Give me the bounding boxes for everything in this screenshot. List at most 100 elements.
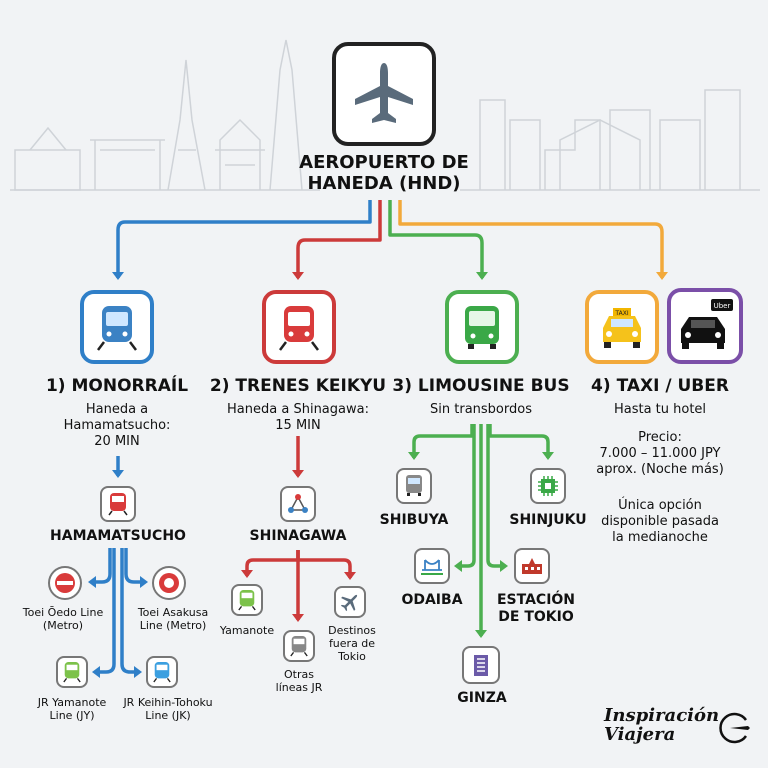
metro-circle-icon bbox=[159, 573, 179, 593]
option-bus-title: 3) LIMOUSINE BUS bbox=[392, 376, 570, 396]
bridge-icon bbox=[421, 559, 443, 575]
outside-tokyo-icon bbox=[334, 586, 366, 618]
oedo-line-label: Toei Ōedo Line (Metro) bbox=[22, 606, 104, 632]
bus-small-icon bbox=[406, 475, 422, 496]
line-shinjuku-arrow bbox=[542, 452, 554, 460]
ginza-icon bbox=[462, 646, 500, 684]
line-yamanote-k bbox=[245, 550, 300, 576]
other-jr-icon bbox=[283, 630, 315, 662]
taxi-icon: TAXI bbox=[603, 308, 641, 348]
ginza-label: GINZA bbox=[457, 690, 507, 706]
taxi-badge: TAXI bbox=[614, 310, 628, 317]
hamamatsucho-icon bbox=[100, 486, 136, 522]
line-asakusa-arrow bbox=[140, 576, 148, 588]
odaiba-icon bbox=[414, 548, 450, 584]
option-keikyu-title: 2) TRENES KEIKYU bbox=[209, 376, 387, 396]
yamanote-line-icon bbox=[56, 656, 88, 688]
line-yamanote-arrow bbox=[92, 666, 100, 678]
keihin-line-icon bbox=[146, 656, 178, 688]
line-shinjuku bbox=[488, 424, 550, 458]
skyline-right bbox=[460, 89, 760, 191]
train-icon bbox=[153, 662, 171, 683]
line-shibuya-arrow bbox=[408, 452, 420, 460]
uber-car-icon: Uber bbox=[681, 299, 733, 349]
airport-icon-box bbox=[332, 42, 436, 146]
skyline-left bbox=[10, 39, 320, 191]
brand-plane-icon bbox=[716, 710, 752, 746]
tokyo-station-label: ESTACIÓN DE TOKIO bbox=[496, 592, 576, 625]
keihin-line-label: JR Keihin-Tohoku Line (JK) bbox=[123, 696, 213, 722]
option-monorail-title: 1) MONORRAÍL bbox=[45, 376, 189, 396]
line-monorail-hub-arrow bbox=[112, 470, 124, 478]
odaiba-label: ODAIBA bbox=[401, 592, 463, 608]
shinagawa-label: SHINAGAWA bbox=[249, 528, 347, 544]
hamamatsucho-label: HAMAMATSUCHO bbox=[50, 528, 186, 544]
line-outside bbox=[296, 550, 352, 578]
uber-icon-box: Uber bbox=[667, 288, 743, 364]
line-other-jr-arrow bbox=[292, 614, 304, 622]
airplane-icon bbox=[355, 63, 413, 123]
line-yamanote bbox=[96, 548, 116, 674]
line-to-keikyu-arrow bbox=[292, 272, 304, 280]
network-icon bbox=[288, 494, 308, 513]
line-ginza-arrow bbox=[475, 630, 487, 638]
option-keikyu-desc: Haneda a Shinagawa: 15 MIN bbox=[227, 402, 369, 433]
line-keikyu-hub-arrow bbox=[292, 470, 304, 478]
outside-tokyo-label: Destinos fuera de Tokio bbox=[328, 624, 376, 663]
bus-icon bbox=[465, 306, 499, 349]
line-to-keikyu bbox=[296, 200, 382, 278]
option-taxi-desc: Hasta tu hotel bbox=[613, 402, 707, 417]
asakusa-line-label: Toei Asakusa Line (Metro) bbox=[137, 606, 209, 632]
line-keihin bbox=[120, 548, 138, 674]
airplane-small-icon bbox=[340, 594, 358, 612]
monorail-icon-box bbox=[80, 290, 154, 364]
line-tokyo-station-arrow bbox=[500, 560, 508, 572]
train-icon bbox=[108, 493, 128, 516]
train-icon bbox=[63, 662, 81, 683]
line-oedo-arrow bbox=[88, 576, 96, 588]
shinagawa-icon bbox=[280, 486, 316, 522]
chip-icon bbox=[538, 476, 558, 496]
line-keihin-arrow bbox=[134, 666, 142, 678]
option-bus-desc: Sin transbordos bbox=[430, 402, 532, 417]
shibuya-icon bbox=[396, 468, 432, 504]
yamanote-label: Yamanote bbox=[219, 624, 275, 637]
other-jr-label: Otras líneas JR bbox=[275, 668, 323, 694]
line-tokyo-station bbox=[486, 424, 504, 568]
tokyo-station-icon bbox=[514, 548, 550, 584]
line-odaiba-arrow bbox=[454, 560, 462, 572]
line-to-monorail-arrow bbox=[112, 272, 124, 280]
option-monorail-desc: Haneda a Hamamatsucho: 20 MIN bbox=[63, 402, 171, 449]
shinjuku-label: SHINJUKU bbox=[509, 512, 587, 528]
line-to-taxi bbox=[398, 200, 664, 278]
line-odaiba bbox=[458, 424, 476, 568]
asakusa-line-icon bbox=[152, 566, 186, 600]
line-to-bus bbox=[388, 200, 484, 278]
oedo-line-icon bbox=[48, 566, 82, 600]
bus-icon-box bbox=[445, 290, 519, 364]
metro-circle-icon bbox=[55, 573, 75, 593]
station-building-icon bbox=[522, 558, 542, 574]
option-taxi-title: 4) TAXI / UBER bbox=[591, 376, 729, 396]
taxi-note: Única opción disponible pasada la median… bbox=[601, 498, 719, 545]
shinjuku-icon bbox=[530, 468, 566, 504]
line-to-taxi-arrow bbox=[656, 272, 668, 280]
train-icon bbox=[238, 590, 256, 611]
yamanote-line-label: JR Yamanote Line (JY) bbox=[37, 696, 107, 722]
line-to-bus-arrow bbox=[476, 272, 488, 280]
line-shibuya bbox=[412, 424, 474, 458]
taxi-icon-box: TAXI bbox=[585, 290, 659, 364]
building-icon bbox=[474, 655, 488, 676]
yamanote-icon bbox=[231, 584, 263, 616]
airport-title: AEROPUERTO DE HANEDA (HND) bbox=[299, 152, 469, 194]
train-icon bbox=[290, 636, 308, 657]
monorail-train-icon bbox=[97, 306, 137, 351]
taxi-price: Precio: 7.000 – 11.000 JPY aprox. (Noche… bbox=[596, 430, 724, 477]
shibuya-label: SHIBUYA bbox=[379, 512, 449, 528]
keikyu-train-icon bbox=[279, 306, 319, 351]
line-asakusa bbox=[124, 548, 144, 584]
line-outside-arrow bbox=[344, 572, 356, 580]
line-oedo bbox=[92, 548, 112, 584]
brand-logo: Inspiración Viajera bbox=[604, 705, 720, 745]
